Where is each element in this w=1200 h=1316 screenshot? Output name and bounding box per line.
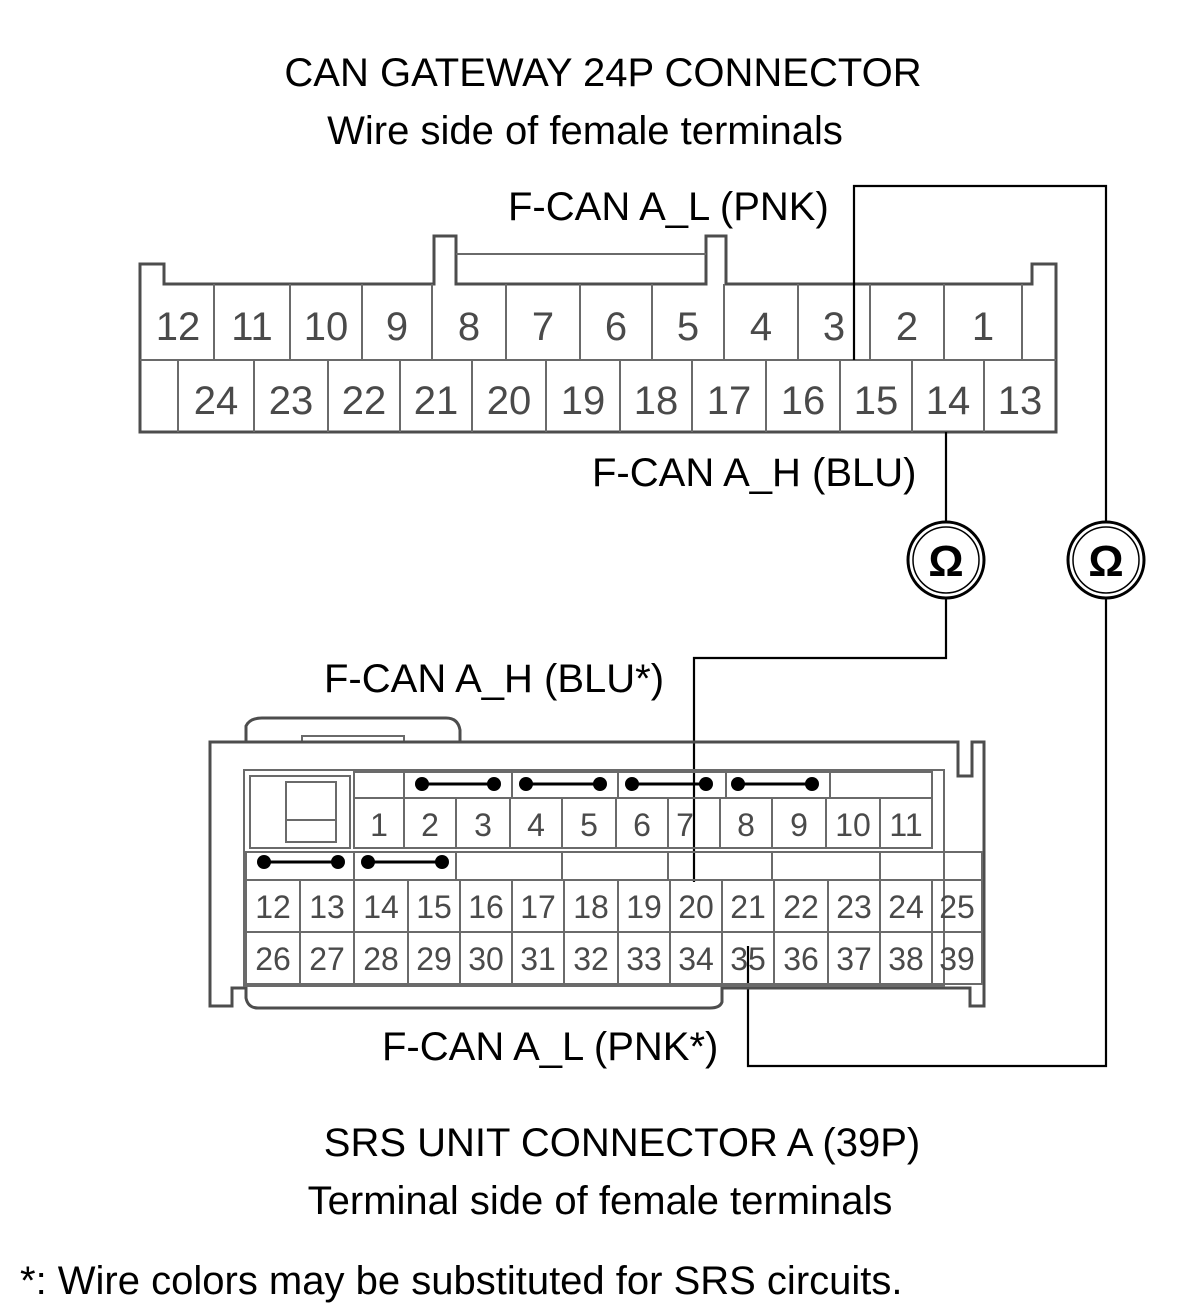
srs-pin-11: 11 [889, 807, 922, 843]
srs-pin-4: 4 [527, 807, 545, 843]
srs-pin-33: 33 [626, 941, 662, 977]
gateway-pin-1: 1 [972, 305, 994, 349]
gateway-pin-23: 23 [269, 379, 314, 423]
pnk-wire-srs [746, 598, 1108, 1068]
srs-pins-row2: 12 13 14 15 16 17 18 19 20 21 22 23 24 2… [255, 889, 975, 925]
srs-pin-24: 24 [888, 889, 924, 925]
srs-pin-32: 32 [573, 941, 609, 977]
short-dot [331, 855, 345, 869]
gateway-pin-13: 13 [998, 379, 1043, 423]
short-dot [361, 855, 375, 869]
srs-pin-15: 15 [416, 889, 452, 925]
srs-pnk-label: F-CAN A_L (PNK*) [382, 1025, 718, 1069]
srs-pin-14: 14 [363, 889, 399, 925]
gateway-pins-top: 12 11 10 9 8 7 6 5 4 3 2 1 [156, 305, 994, 349]
srs-pin-12: 12 [255, 889, 291, 925]
srs-pins-row3: 26 27 28 29 30 31 32 33 34 35 36 37 38 3… [255, 941, 975, 977]
srs-pin-18: 18 [573, 889, 609, 925]
srs-pin-39: 39 [939, 941, 975, 977]
gateway-title: CAN GATEWAY 24P CONNECTOR [284, 51, 921, 95]
srs-pin-19: 19 [626, 889, 662, 925]
srs-pin-38: 38 [888, 941, 924, 977]
gateway-pin-2: 2 [896, 305, 918, 349]
srs-pin-21: 21 [730, 889, 766, 925]
srs-pin-6: 6 [633, 807, 651, 843]
srs-pin-10: 10 [835, 807, 871, 843]
gateway-pin-4: 4 [750, 305, 772, 349]
gateway-pin-6: 6 [605, 305, 627, 349]
srs-pin-27: 27 [309, 941, 345, 977]
srs-pin-2: 2 [421, 807, 439, 843]
srs-pin-30: 30 [468, 941, 504, 977]
srs-pin-26: 26 [255, 941, 291, 977]
gateway-pin-17: 17 [707, 379, 752, 423]
srs-pins-row1: 1 2 3 4 5 6 7 8 9 10 11 [370, 807, 923, 843]
srs-pin-7: 7 [676, 807, 694, 843]
srs-title: SRS UNIT CONNECTOR A (39P) [324, 1121, 920, 1165]
shorting-bars [257, 777, 819, 869]
gateway-pin-18: 18 [634, 379, 679, 423]
srs-pin-22: 22 [783, 889, 819, 925]
gateway-pin-5: 5 [677, 305, 699, 349]
gateway-subtitle: Wire side of female terminals [327, 109, 843, 153]
srs-pin-37: 37 [836, 941, 872, 977]
gateway-pin-9: 9 [386, 305, 408, 349]
ohm-icon: Ω [1088, 537, 1123, 586]
srs-pin-16: 16 [468, 889, 504, 925]
gateway-pin-12: 12 [156, 305, 201, 349]
short-dot [435, 855, 449, 869]
gateway-pin-15: 15 [854, 379, 899, 423]
gateway-blu-label: F-CAN A_H (BLU) [592, 451, 917, 495]
srs-pin-3: 3 [474, 807, 492, 843]
gateway-pnk-label: F-CAN A_L (PNK) [508, 185, 829, 229]
srs-pin-31: 31 [520, 941, 556, 977]
gateway-pins-bottom: 24 23 22 21 20 19 18 17 16 15 14 13 [194, 379, 1043, 423]
gateway-pin-8: 8 [458, 305, 480, 349]
srs-pin-8: 8 [737, 807, 755, 843]
short-dot [487, 777, 501, 791]
srs-pin-28: 28 [363, 941, 399, 977]
srs-pin-34: 34 [678, 941, 714, 977]
gateway-pin-21: 21 [414, 379, 459, 423]
short-dot [593, 777, 607, 791]
gateway-pin-7: 7 [532, 305, 554, 349]
gateway-pin-3: 3 [823, 305, 845, 349]
srs-pin-17: 17 [520, 889, 556, 925]
short-dot [731, 777, 745, 791]
srs-pin-29: 29 [416, 941, 452, 977]
gateway-pin-14: 14 [926, 379, 971, 423]
gateway-pin-24: 24 [194, 379, 239, 423]
gateway-pin-16: 16 [781, 379, 826, 423]
srs-pin-13: 13 [309, 889, 345, 925]
srs-pin-35: 35 [730, 941, 766, 977]
pnk-wire-gateway [852, 184, 1108, 522]
srs-pin-36: 36 [783, 941, 819, 977]
short-dot [415, 777, 429, 791]
srs-pin-25: 25 [939, 889, 975, 925]
gateway-pin-19: 19 [561, 379, 606, 423]
short-dot [805, 777, 819, 791]
short-dot [699, 777, 713, 791]
gateway-pin-10: 10 [304, 305, 349, 349]
ohm-icon: Ω [928, 537, 963, 586]
short-dot [625, 777, 639, 791]
short-dot [257, 855, 271, 869]
srs-pin-23: 23 [836, 889, 872, 925]
ohmmeter-right: Ω [1066, 520, 1146, 600]
gateway-connector [138, 234, 1058, 434]
srs-pin-1: 1 [370, 807, 388, 843]
gateway-pin-11: 11 [231, 305, 273, 349]
footnote: *: Wire colors may be substituted for SR… [20, 1259, 903, 1303]
srs-pin-9: 9 [790, 807, 808, 843]
srs-pin-5: 5 [580, 807, 598, 843]
srs-subtitle: Terminal side of female terminals [308, 1179, 893, 1223]
gateway-pin-22: 22 [342, 379, 387, 423]
srs-connector [208, 716, 986, 1010]
short-dot [519, 777, 533, 791]
srs-pin-20: 20 [678, 889, 714, 925]
gateway-pin-20: 20 [487, 379, 532, 423]
srs-blu-label: F-CAN A_H (BLU*) [324, 657, 664, 701]
ohmmeter-left: Ω [906, 520, 986, 600]
